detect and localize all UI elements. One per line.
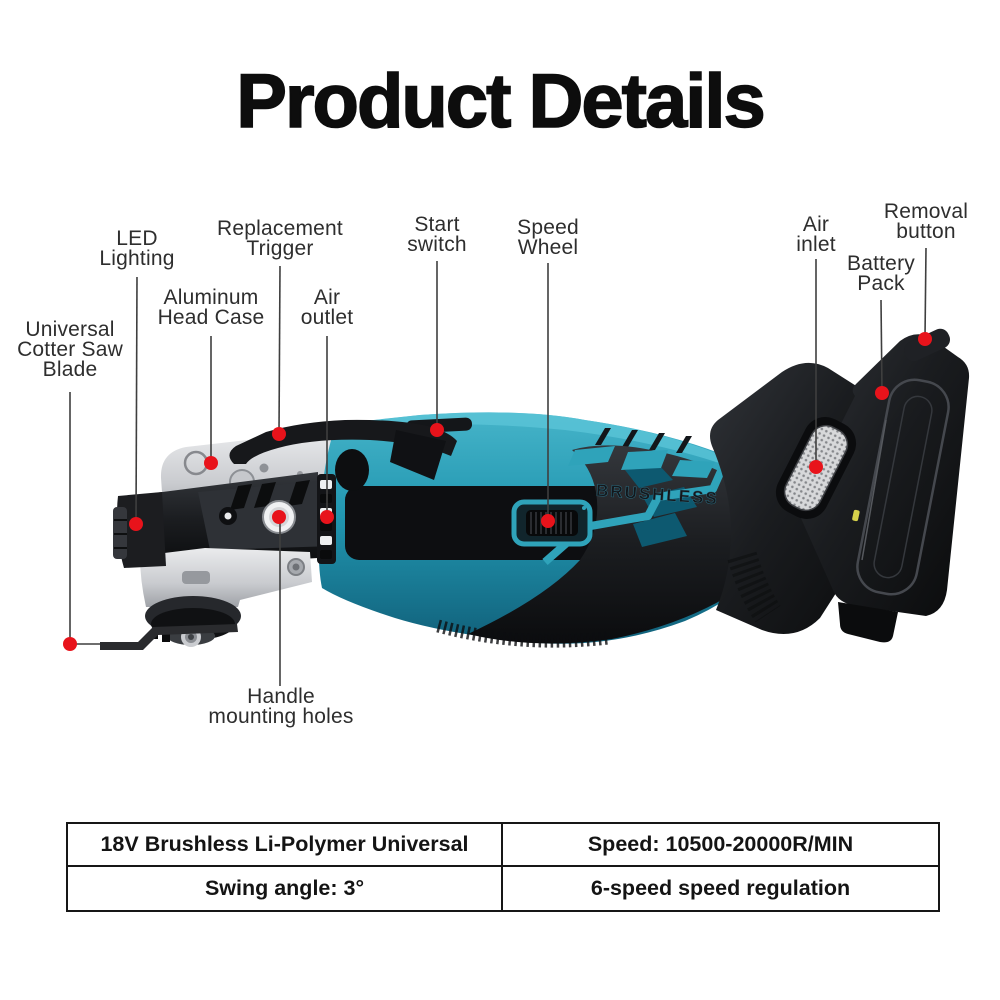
callout-dot-handle-mounting-holes [272,510,286,524]
oscillating-clamp [145,596,241,647]
label-air-outlet: Air outlet [300,286,354,329]
grip: BRUSHLESS [436,445,771,648]
spec-cell-regulation: 6-speed speed regulation [590,876,851,900]
leader-saw-blade [69,392,100,645]
label-saw-blade: Universal Cotter Saw Blade [17,318,123,381]
callout-dot-air-inlet [809,460,823,474]
callout-dot-removal-button [918,332,932,346]
label-aluminum-head-case: Aluminum Head Case [157,286,265,329]
label-air-inlet: Air inlet [796,213,836,256]
callout-dot-speed-wheel [541,514,555,528]
leader-removal-button [924,247,927,339]
battery-contact-mark [852,509,860,522]
label-battery-pack: Battery Pack [847,252,915,295]
leader-lines [69,247,927,686]
grip-chevrons [625,465,697,547]
callout-dot-air-outlet [320,510,334,524]
callout-dot-saw-blade [63,637,77,651]
callout-dot-aluminum-head-case [204,456,218,470]
callout-dot-start-switch [430,423,444,437]
label-speed-wheel: Speed Wheel [517,216,579,259]
label-led-lighting: LED Lighting [99,227,175,270]
saw-blade [100,624,238,650]
spec-cell-speed: Speed: 10500-20000R/MIN [503,824,938,867]
leader-led-lighting [135,276,138,524]
lower-body [140,548,312,607]
multi-tool: BRUSHLESS [100,328,970,650]
grip-knurling [436,619,609,648]
callout-dot-battery-pack [875,386,889,400]
label-removal-button: Removal button [883,200,969,243]
label-handle-mounting-holes: Handle mounting holes [208,685,354,728]
battery-pack [798,328,970,643]
spec-cell-battery: 18V Brushless Li-Polymer Universal [68,824,503,867]
front-housing-band [131,472,334,567]
replacement-trigger [229,419,457,491]
led-nose [113,492,166,568]
band-vents [230,480,310,510]
housing-top-vents [595,428,692,453]
callout-dot-led-lighting [129,517,143,531]
leader-replacement-trigger [278,265,281,434]
label-replacement-trigger: Replacement Trigger [217,217,343,260]
leader-battery-pack [880,299,883,393]
label-start-switch: Start switch [407,213,467,256]
callout-dot-replacement-trigger [272,427,286,441]
spec-cell-swing-angle: Swing angle: 3° [68,867,503,910]
spec-table: 18V Brushless Li-Polymer Universal Speed… [66,822,940,912]
callout-dots [63,332,932,651]
page-title: Product Details [236,59,767,144]
